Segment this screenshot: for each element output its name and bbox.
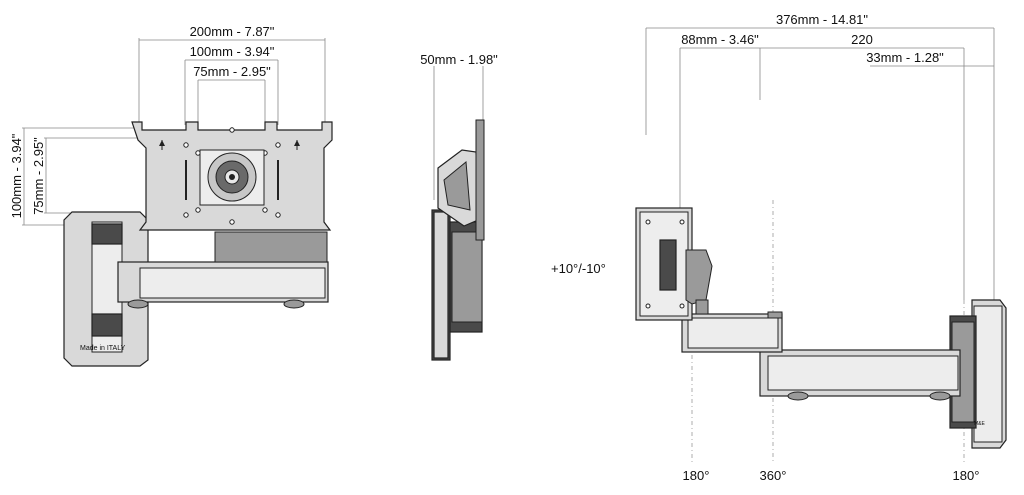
dim-220: 220	[851, 32, 873, 47]
tilt-label: +10°/-10°	[551, 261, 606, 276]
top-view: 376mm - 14.81" 88mm - 3.46" 220 33mm - 1…	[551, 12, 1007, 483]
made-in-italy-label: Made in ITALY	[80, 345, 126, 352]
rotation-180-left: 180°	[683, 468, 710, 483]
dim-height-100: 100mm - 3.94"	[9, 133, 24, 218]
dim-width-75: 75mm - 2.95"	[193, 64, 271, 79]
dim-33: 33mm - 1.28"	[866, 50, 944, 65]
rotation-360-middle: 360°	[760, 468, 787, 483]
dim-width-100: 100mm - 3.94"	[190, 44, 275, 59]
rotation-180-right: 180°	[953, 468, 980, 483]
dim-height-75: 75mm - 2.95"	[31, 137, 46, 215]
front-view: 200mm - 7.87" 100mm - 3.94" 75mm - 2.95"…	[9, 24, 333, 367]
brand-logo: M&E	[974, 421, 986, 427]
dim-width-200: 200mm - 7.87"	[190, 24, 275, 39]
dim-depth-50: 50mm - 1.98"	[420, 52, 498, 67]
side-view: 50mm - 1.98"	[420, 52, 498, 361]
dim-88: 88mm - 3.46"	[681, 32, 759, 47]
dim-total-376: 376mm - 14.81"	[776, 12, 868, 27]
